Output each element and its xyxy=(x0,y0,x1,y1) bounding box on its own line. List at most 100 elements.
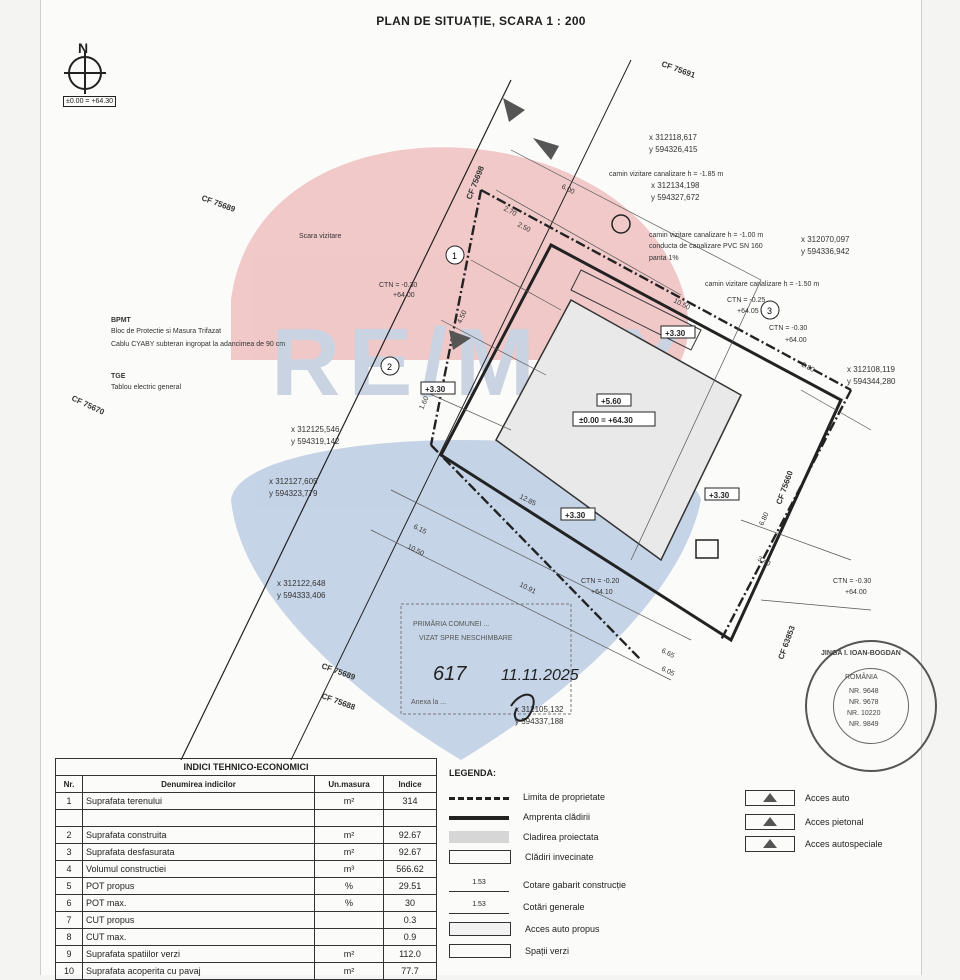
elevation-label: +64.00 xyxy=(845,589,867,596)
legend-item: Limita de proprietate xyxy=(449,790,605,804)
table-cell xyxy=(314,928,384,946)
legend-label: Acces auto xyxy=(805,793,850,803)
coordinate: y 594319,142 xyxy=(291,437,340,446)
legend-item: 1.53 Cotare gabarit construcție xyxy=(449,878,626,892)
plan-sheet: PLAN DE SITUAȚIE, SCARA 1 : 200 N ±0.00 … xyxy=(40,0,937,980)
legend-item: Acces auto propus xyxy=(449,922,600,936)
table-cell: 3 xyxy=(55,843,83,861)
dimension-value: 2.80 xyxy=(800,362,815,374)
table-cell xyxy=(55,809,83,827)
table-cell xyxy=(314,911,384,929)
table-cell xyxy=(82,809,315,827)
engineer-stamp-inner xyxy=(833,668,909,744)
table-cell: m² xyxy=(314,962,384,980)
table-cell: m² xyxy=(314,792,384,810)
table-cell xyxy=(314,809,384,827)
table-cell: Suprafata terenului xyxy=(82,792,315,810)
table-cell: 112.0 xyxy=(383,945,437,963)
annotation: camin vizitare canalizare h = -1.00 m xyxy=(649,232,763,239)
svg-text:617: 617 xyxy=(433,663,467,685)
main-elevation: ±0.00 = +64.30 xyxy=(579,416,633,425)
coordinate: x 312134,198 xyxy=(651,181,700,190)
col-header: Indice xyxy=(383,775,437,793)
coordinate: y 594344,280 xyxy=(847,377,896,386)
neighbor-building-symbol xyxy=(449,850,511,864)
stamp-country: ROMÂNIA xyxy=(845,674,878,681)
svg-text:1: 1 xyxy=(452,251,457,261)
elevation-box: +3.30 xyxy=(565,511,586,520)
approval-stamp: PRIMĂRIA COMUNEI ... VIZAT SPRE NESCHIMB… xyxy=(400,603,579,722)
elevation-box: +3.30 xyxy=(665,329,686,338)
legend-label: Cotare gabarit construcție xyxy=(523,880,627,890)
coordinate: x 312108,119 xyxy=(847,365,895,374)
table-cell: Suprafata desfasurata xyxy=(82,843,315,861)
signature-mark xyxy=(510,693,535,722)
legend-label: Amprenta clădirii xyxy=(523,812,591,822)
elevation-box: +5.60 xyxy=(601,397,622,406)
table-cell: m² xyxy=(314,826,384,844)
site-plan-drawing: RE/MAX xyxy=(70,59,896,760)
elevation-label: CTN = -0.30 xyxy=(379,282,417,289)
marker-2: 2 xyxy=(380,356,400,376)
legend-title: LEGENDA: xyxy=(449,768,496,778)
elevation-label: CTN = -0.30 xyxy=(769,325,807,332)
table-cell: % xyxy=(314,894,384,912)
table-cell: % xyxy=(314,877,384,895)
table-cell: 6 xyxy=(55,894,83,912)
annotation: BPMT xyxy=(111,317,132,324)
access-arrow-icon xyxy=(449,330,471,350)
footprint-symbol xyxy=(449,816,509,820)
table-cell: 314 xyxy=(383,792,437,810)
elevation-label: +64.10 xyxy=(591,589,613,596)
svg-text:PRIMĂRIA COMUNEI ...: PRIMĂRIA COMUNEI ... xyxy=(413,619,489,628)
table-row xyxy=(55,809,437,827)
legend-label: Limita de proprietate xyxy=(523,792,606,802)
legend-item: Cladirea proiectata xyxy=(449,830,599,844)
svg-text:2: 2 xyxy=(387,362,392,372)
annotation: Bloc de Protectie si Masura Trifazat xyxy=(111,328,221,335)
elevation-label: CTN = -0.20 xyxy=(581,578,619,585)
indicators-table: INDICI TEHNICO-ECONOMICI Nr. Denumirea i… xyxy=(55,758,437,980)
legend-access-item: Acces pietonal xyxy=(745,814,864,830)
coordinate: y 594327,672 xyxy=(651,193,700,202)
table-cell: 0.9 xyxy=(383,928,437,946)
indicators-grid: Nr. Denumirea indicilor Un.masura Indice… xyxy=(55,775,437,980)
north-letter: N xyxy=(77,40,89,56)
legend-label: Cladirea proiectata xyxy=(523,832,599,842)
table-cell: Suprafata construita xyxy=(82,826,315,844)
reference-elevation: ±0.00 = +64.30 xyxy=(63,96,117,107)
legend-item: Spații verzi xyxy=(449,944,569,958)
legend-item: Clădiri invecinate xyxy=(449,850,594,864)
compass-icon xyxy=(64,52,106,94)
access-auto-icon xyxy=(745,790,795,806)
annotation: Scara vizitare xyxy=(299,233,342,240)
table-cell: POT max. xyxy=(82,894,315,912)
svg-text:3: 3 xyxy=(767,306,772,316)
annotation: TGE xyxy=(111,373,126,380)
table-cell: m² xyxy=(314,843,384,861)
annotation: panta 1% xyxy=(649,255,679,262)
table-cell xyxy=(383,809,437,827)
drawing-title: PLAN DE SITUAȚIE, SCARA 1 : 200 xyxy=(376,14,586,28)
coordinate: x 312127,605 xyxy=(269,477,318,486)
cf-label: CF 75691 xyxy=(660,59,697,80)
annotation: camin vizitare canalizare h = -1.85 m xyxy=(609,171,723,178)
access-arrow-icon xyxy=(533,138,559,160)
cf-label: CF 63853 xyxy=(776,624,797,661)
legend-label: Spații verzi xyxy=(525,946,570,956)
col-header: Denumirea indicilor xyxy=(82,775,315,793)
elevation-box: +3.30 xyxy=(709,491,730,500)
table-cell: 7 xyxy=(55,911,83,929)
table-cell: 2 xyxy=(55,826,83,844)
table-cell: CUT propus xyxy=(82,911,315,929)
elevation-label: CTN = -0.30 xyxy=(833,578,871,585)
elevation-label: +64.05 xyxy=(737,308,759,315)
